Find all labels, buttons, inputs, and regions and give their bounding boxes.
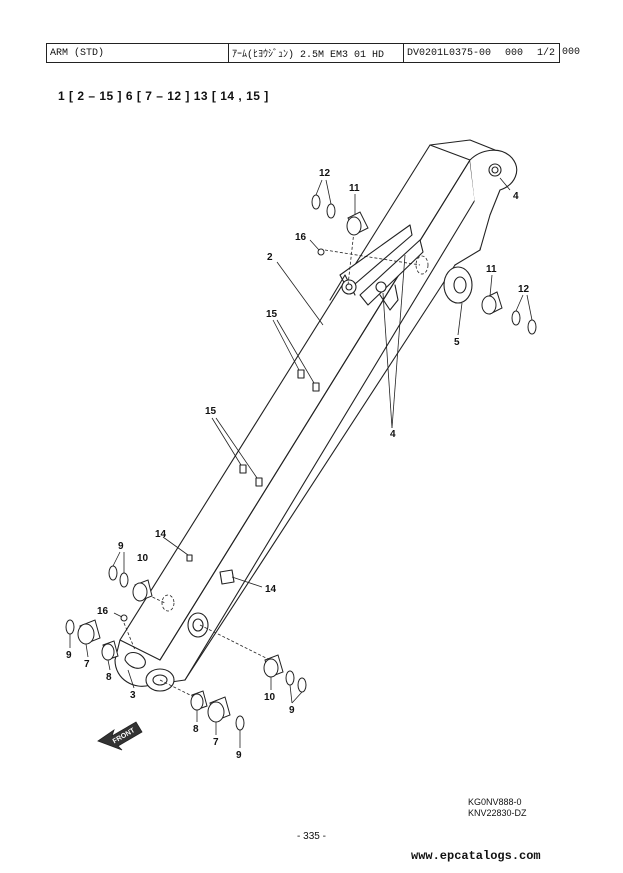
drawing-code-1: KG0NV888-0 [468, 797, 522, 807]
callout-11-top: 11 [349, 183, 360, 194]
callout-15-lower: 15 [205, 406, 217, 417]
callout-14-upper: 14 [155, 529, 167, 540]
part-name-cell: ARM (STD) [47, 44, 229, 62]
drawing-codes: KG0NV888-0 KNV22830-DZ [468, 797, 527, 819]
assembly-groups: 1 [ 2 – 15 ] 6 [ 7 – 12 ] 13 [ 14 , 15 ] [58, 89, 269, 103]
callout-10-left: 10 [137, 553, 149, 564]
callout-15-upper: 15 [266, 309, 278, 320]
revision: 000 [505, 47, 524, 59]
parts-header-table: ARM (STD) ｱｰﾑ(ﾋﾖｳｼﾞｭﾝ) 2.5M EM3 01 HD DV… [46, 43, 560, 63]
callout-2: 2 [267, 252, 273, 263]
drawing-code-2: KNV22830-DZ [468, 808, 527, 818]
callout-9-right: 9 [289, 705, 295, 716]
callout-12-top: 12 [319, 168, 331, 179]
website-watermark: www.epcatalogs.com [411, 849, 541, 863]
callout-8-bottom: 8 [193, 724, 199, 735]
callout-12-right: 12 [518, 284, 530, 295]
callout-4-mid: 4 [390, 429, 396, 440]
sheet-page: 1/2 [537, 47, 556, 59]
callout-7-bottom: 7 [213, 737, 219, 748]
callout-5: 5 [454, 337, 460, 348]
callout-7-left: 7 [84, 659, 90, 670]
arm-body-outline [114, 139, 518, 692]
callout-labels: 12 11 4 16 2 11 12 5 15 4 15 14 9 10 14 … [66, 168, 530, 761]
callout-8-left: 8 [106, 672, 112, 683]
callout-10-right: 10 [264, 692, 276, 703]
callout-4-top: 4 [513, 191, 519, 202]
callout-11-right: 11 [486, 264, 497, 275]
callout-9-bottom-left: 9 [66, 650, 72, 661]
callout-16-lower: 16 [97, 606, 109, 617]
front-arrow: FRONT [97, 721, 143, 751]
callout-3: 3 [130, 690, 136, 701]
callout-9-bottom: 9 [236, 750, 242, 761]
drawing-code: DV0201L0375-00 [407, 47, 492, 59]
code-cell: DV0201L0375-00 000 1/2 [404, 44, 559, 62]
header-extra-code: 000 [562, 47, 581, 58]
callout-14-lower: 14 [265, 584, 277, 595]
description-cell: ｱｰﾑ(ﾋﾖｳｼﾞｭﾝ) 2.5M EM3 01 HD [229, 44, 404, 62]
leader-lines [69, 177, 533, 748]
callout-16-top: 16 [295, 232, 307, 243]
parts-pins-washers [65, 194, 537, 731]
page-number: - 335 - [297, 831, 326, 842]
callout-9-left: 9 [118, 541, 124, 552]
